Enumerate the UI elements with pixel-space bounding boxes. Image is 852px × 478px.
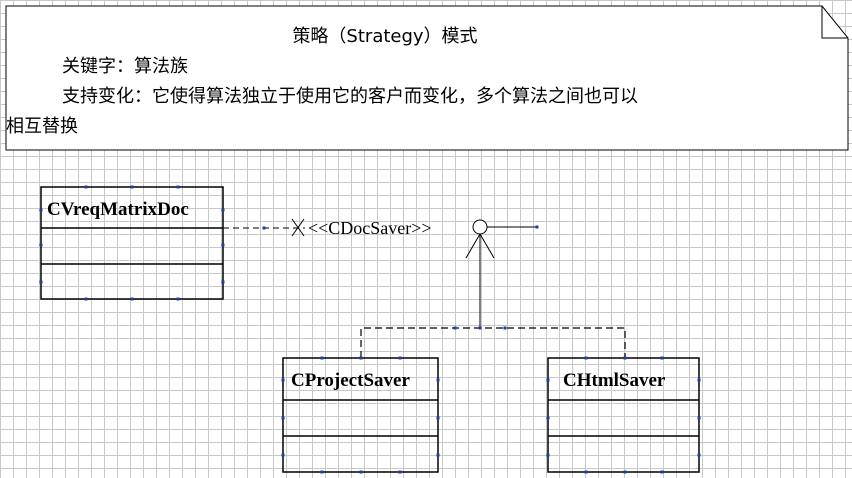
selection-handle xyxy=(660,470,664,474)
selection-handle xyxy=(130,185,134,189)
interface-lollipop-icon xyxy=(472,219,488,235)
realization-branches xyxy=(360,327,626,358)
selection-handle xyxy=(546,416,550,420)
selection-handle xyxy=(697,453,701,457)
selection-handle xyxy=(503,326,507,330)
selection-handle xyxy=(221,243,225,247)
interface-label: <<CDocSaver>> xyxy=(308,218,432,238)
note-keyword-line: 关键字：算法族 xyxy=(62,56,188,77)
selection-handle xyxy=(281,416,285,420)
selection-handle xyxy=(221,280,225,284)
interface-cdocsaver[interactable] xyxy=(472,219,537,235)
selection-handle xyxy=(436,416,440,420)
selection-handle xyxy=(453,326,457,330)
selection-handle xyxy=(436,378,440,382)
selection-handle xyxy=(359,470,363,474)
class-chtmlsaver[interactable]: CHtmlSaver xyxy=(547,357,700,473)
note-title: 策略（Strategy）模式 xyxy=(292,26,477,47)
selection-handle xyxy=(320,470,324,474)
selection-handle xyxy=(584,356,588,360)
selection-handle xyxy=(84,185,88,189)
selection-handle xyxy=(176,185,180,189)
selection-handle xyxy=(221,208,225,212)
selection-handle xyxy=(281,378,285,382)
note-description-line2: 相互替换 xyxy=(6,116,78,137)
selection-handle xyxy=(398,470,402,474)
note-border xyxy=(5,5,849,151)
selection-handles xyxy=(39,185,701,474)
selection-handle xyxy=(584,470,588,474)
selection-handle xyxy=(478,326,482,330)
selection-handle xyxy=(546,378,550,382)
selection-handle xyxy=(436,453,440,457)
selection-handle xyxy=(39,208,43,212)
selection-handle xyxy=(660,356,664,360)
selection-handle xyxy=(546,453,550,457)
selection-handle xyxy=(84,297,88,301)
class-cprojectsaver[interactable]: CProjectSaver xyxy=(282,357,439,473)
selection-handle xyxy=(281,453,285,457)
selection-handle xyxy=(623,470,627,474)
note-fold-icon xyxy=(821,6,848,39)
class-name: CHtmlSaver xyxy=(563,370,666,391)
interface-cross-icon xyxy=(291,218,305,237)
note-description-line1: 支持变化：它使得算法独立于使用它的客户而变化，多个算法之间也可以 xyxy=(62,86,638,107)
selection-handle xyxy=(535,225,539,229)
selection-handle xyxy=(697,378,701,382)
strategy-note[interactable]: 策略（Strategy）模式 关键字：算法族 支持变化：它使得算法独立于使用它的… xyxy=(5,5,849,151)
class-name: CVreqMatrixDoc xyxy=(47,199,189,220)
selection-handle xyxy=(359,356,363,360)
selection-handle xyxy=(320,356,324,360)
realization-connector[interactable] xyxy=(360,233,626,358)
selection-handle xyxy=(176,297,180,301)
selection-handle xyxy=(262,226,266,230)
selection-handle xyxy=(39,243,43,247)
selection-handle xyxy=(697,416,701,420)
selection-handle xyxy=(623,356,627,360)
arrowhead-icon xyxy=(465,233,495,259)
selection-handle xyxy=(398,356,402,360)
class-name: CProjectSaver xyxy=(291,370,410,391)
selection-handle xyxy=(130,297,134,301)
selection-handle xyxy=(39,280,43,284)
class-cvreqmatrixdoc[interactable]: CVreqMatrixDoc xyxy=(40,186,224,300)
